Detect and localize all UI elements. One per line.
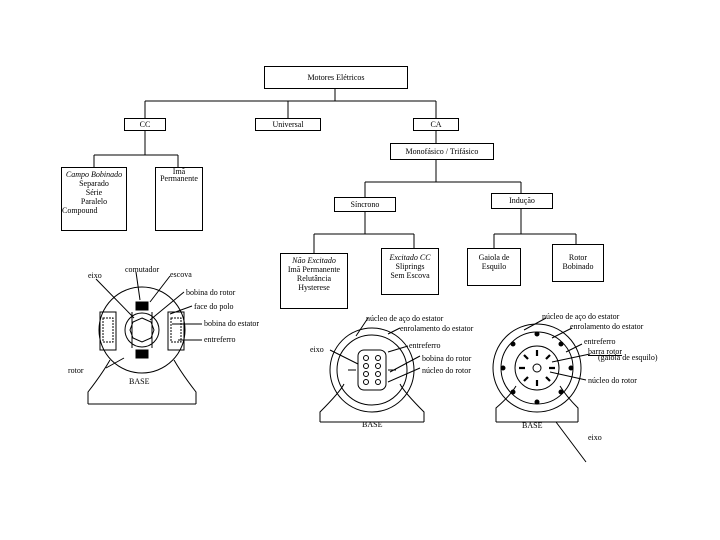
node-gaiola-esquilo: Gaiola de Esquilo <box>467 248 521 286</box>
dc-label-comutador: comutador <box>125 265 160 274</box>
dc-label-escova: escova <box>170 270 192 279</box>
induction-label-base: BASE <box>522 421 543 430</box>
induction-label-entreferro: entreferro <box>584 337 616 346</box>
dc-housing <box>98 286 186 374</box>
gaiola-esquilo-line: Esquilo <box>481 262 507 271</box>
nao-excitado-title: Não Excitado <box>292 256 336 265</box>
node-ca: CA <box>413 118 459 131</box>
dc-label-face-polo: face do polo <box>194 302 234 311</box>
sync-label-entreferro: entreferro <box>409 341 441 350</box>
dc-brush-bottom <box>135 349 149 359</box>
campo-bobinado-item: Série <box>85 188 103 197</box>
induction-housing-outer <box>492 323 582 413</box>
dc-label-bobina-rotor: bobina do rotor <box>186 288 236 297</box>
sync-housing-outer <box>329 327 415 413</box>
excitado-cc-item: Sliprings <box>395 262 425 271</box>
connector-cc <box>93 131 179 167</box>
connector-ca <box>364 131 522 197</box>
node-monofasico-trifasico: Monofásico / Trifásico <box>390 143 494 160</box>
connector-sync <box>313 212 415 253</box>
ima-permanente-line: Imã <box>172 167 186 176</box>
node-universal: Universal <box>255 118 321 131</box>
induction-rotor <box>514 345 560 391</box>
sync-label-bobina-rotor: bobina do rotor <box>422 354 472 363</box>
dc-base <box>87 359 197 405</box>
ima-permanente-line: Permanente <box>160 174 198 183</box>
sync-label-eixo: eixo <box>310 345 324 354</box>
sync-label-nucleo-rotor: núcleo do rotor <box>422 366 471 375</box>
node-rotor-bobinado: Rotor Bobinado <box>552 244 604 282</box>
campo-bobinado-item: Paralelo <box>80 197 108 206</box>
node-cc: CC <box>124 118 166 131</box>
dc-label-entreferro: entreferro <box>204 335 236 344</box>
sync-housing-inner <box>336 334 408 406</box>
dc-label-bobina-estator: bobina do estator <box>204 319 260 328</box>
induction-label-barra-rotor: barra rotor <box>588 347 622 356</box>
rotor-bobinado-line: Bobinado <box>562 262 594 271</box>
node-motores-eletricos: Motores Elétricos <box>264 66 408 89</box>
induction-label-gaiola-esquilo: (gaiola de esquilo) <box>598 353 658 362</box>
nao-excitado-item: Imã Permanente <box>287 265 341 274</box>
campo-bobinado-title: Campo Bobinado <box>65 170 123 179</box>
node-excitado-cc: Excitado CC Sliprings Sem Escova <box>381 248 439 295</box>
rotor-bobinado-line: Rotor <box>568 253 588 262</box>
nao-excitado-item: Relutância <box>296 274 332 283</box>
dc-label-base: BASE <box>129 377 150 386</box>
sync-label-base: BASE <box>362 420 383 429</box>
excitado-cc-item: Sem Escova <box>390 271 430 280</box>
dc-rotor <box>124 312 160 348</box>
induction-label-nucleo-rotor: núcleo do rotor <box>588 376 637 385</box>
sync-motor-drawing <box>319 317 425 423</box>
dc-label-eixo: eixo <box>88 271 102 280</box>
induction-motor-drawing <box>492 317 591 463</box>
sync-label-enrolamento-estator: enrolamento do estator <box>400 324 474 333</box>
dc-brush-top <box>135 301 149 311</box>
node-inducao: Indução <box>491 193 553 209</box>
dc-pole-left <box>99 311 117 351</box>
node-campo-bobinado: Campo Bobinado Separado Série Paralelo C… <box>61 167 127 231</box>
campo-bobinado-item: Compound <box>62 206 98 215</box>
dc-label-rotor: rotor <box>68 366 84 375</box>
sync-rotor <box>357 349 387 391</box>
connector-root <box>144 89 437 118</box>
dc-commutator <box>129 317 155 343</box>
sync-label-nucleo-estator: núcleo de aço do estator <box>366 314 444 323</box>
sync-base <box>319 383 425 423</box>
node-nao-excitado: Não Excitado Imã Permanente Relutância H… <box>280 253 348 309</box>
induction-label-eixo: eixo <box>588 433 602 442</box>
campo-bobinado-item: Separado <box>79 179 109 188</box>
dc-motor-drawing <box>87 271 202 405</box>
nao-excitado-item: Hysterese <box>298 283 330 292</box>
induction-label-nucleo-estator: núcleo de aço do estator <box>542 312 620 321</box>
excitado-cc-title: Excitado CC <box>389 253 431 262</box>
connector-induction <box>493 209 577 248</box>
node-ima-permanente: Imã Permanente <box>155 167 203 231</box>
induction-label-enrolamento-estator: enrolamento do estator <box>570 322 644 331</box>
gaiola-esquilo-line: Gaiola de <box>478 253 510 262</box>
node-sincrono: Síncrono <box>334 197 396 212</box>
